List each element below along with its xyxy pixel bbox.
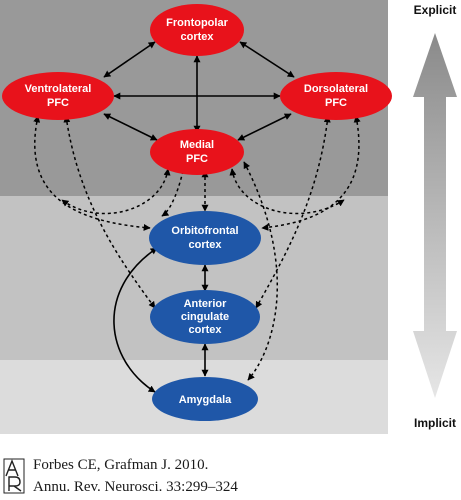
node-amygdala: Amygdala [152, 377, 258, 421]
node-ellipse [2, 72, 114, 120]
dotted-link-ventrolateral-anterior-cingulate [63, 115, 156, 309]
node-ellipse [150, 129, 244, 175]
node-medial-pfc: Medial PFC [150, 129, 244, 175]
node-ellipse [280, 72, 392, 120]
node-label-line1: Anterior [184, 298, 228, 310]
dotted-link-medial-orbitofrontal-left [161, 170, 184, 217]
solid-link-frontopolar-ventrolateral [103, 41, 156, 78]
annual-reviews-logo-icon [3, 458, 25, 494]
node-orbitofrontal-cortex: Orbitofrontal cortex [149, 211, 261, 265]
node-ellipse [149, 211, 261, 265]
citation-line-1: Forbes CE, Grafman J. 2010. [33, 457, 209, 473]
node-ventrolateral-pfc: Ventrolateral PFC [2, 72, 114, 120]
node-label-line2: PFC [186, 153, 208, 165]
node-label-line2: cingulate [181, 311, 229, 323]
scale-label-explicit: Explicit [414, 3, 457, 17]
node-label-line2: cortex [188, 239, 222, 251]
dotted-connections [33, 115, 361, 381]
node-ellipse [152, 377, 258, 421]
node-frontopolar-cortex: Frontopolar cortex [150, 4, 244, 56]
brain-network-diagram: Explicit Implicit Frontopolar cortex Ven… [0, 0, 457, 434]
node-label-line1: Dorsolateral [304, 83, 368, 95]
node-ellipse [150, 4, 244, 56]
node-label-line2: PFC [325, 97, 347, 109]
dotted-link-medial-right-loop [229, 168, 345, 215]
node-label-line2: PFC [47, 97, 69, 109]
node-anterior-cingulate-cortex: Anterior cingulate cortex [150, 290, 260, 344]
citation-line-2: Annu. Rev. Neurosci. 33:299–324 [33, 479, 238, 495]
dotted-link-medial-amygdala [243, 161, 279, 381]
node-label-line3: cortex [188, 324, 222, 336]
node-label-line1: Ventrolateral [25, 83, 92, 95]
node-dorsolateral-pfc: Dorsolateral PFC [280, 72, 392, 120]
citation-text: Forbes CE, Grafman J. 2010. Annu. Rev. N… [33, 454, 238, 498]
node-label-line1: Orbitofrontal [171, 225, 238, 237]
explicit-implicit-scale-arrow [413, 33, 457, 398]
node-ellipse [150, 290, 260, 344]
dotted-link-medial-left-loop [61, 168, 171, 215]
node-label-line1: Amygdala [179, 394, 232, 406]
node-label-line1: Frontopolar [166, 17, 228, 29]
citation: Forbes CE, Grafman J. 2010. Annu. Rev. N… [0, 448, 461, 500]
node-label-line1: Medial [180, 139, 214, 151]
node-label-line2: cortex [180, 31, 214, 43]
solid-link-frontopolar-dorsolateral [239, 41, 295, 78]
scale-label-implicit: Implicit [414, 416, 456, 430]
